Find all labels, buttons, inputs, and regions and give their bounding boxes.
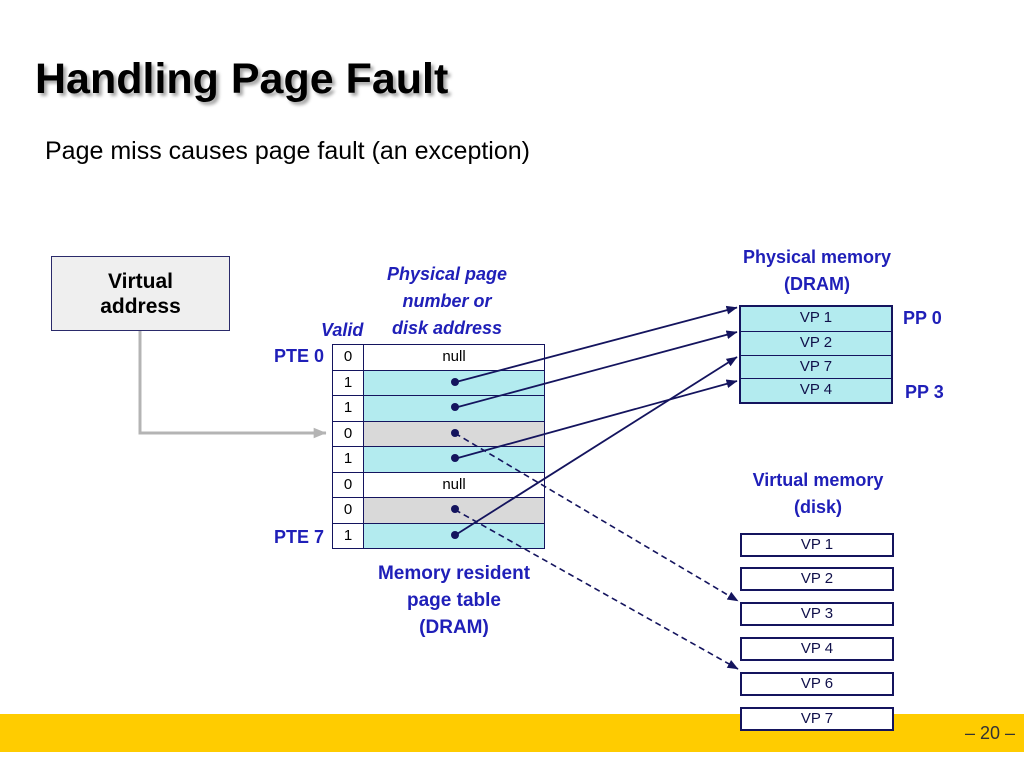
physical-page: VP 1	[799, 309, 833, 326]
pte-entry: null	[363, 471, 544, 497]
pte-pointer-dot	[450, 505, 459, 514]
pte-pointer-dot	[450, 454, 459, 463]
virtual-address-box: Virtual address	[51, 256, 230, 331]
disk-page: VP 1	[740, 533, 894, 557]
valid-bit: 1	[332, 446, 363, 472]
pte-entry	[363, 369, 544, 395]
disk-page: VP 6	[740, 672, 894, 696]
page-table-row: 0	[332, 497, 544, 523]
pte-pointer-dot	[450, 403, 459, 412]
disk-page: VP 7	[740, 707, 894, 731]
virtual-memory-title-line: Virtual memory	[752, 470, 884, 490]
physical-memory: VP 1 VP 2 VP 7 VP 4	[739, 305, 893, 404]
virtual-address-label-line: address	[100, 294, 181, 318]
physical-memory-title: Physical memory (DRAM)	[717, 244, 917, 298]
pp-first-label: PP 0	[903, 308, 942, 328]
page-table-row: 0 null	[332, 344, 544, 370]
physical-page: VP 7	[741, 354, 891, 379]
page-table: 0 null 1 1 0 1 0 null 0 1	[332, 344, 545, 549]
pte-pointer-dot	[450, 377, 459, 386]
valid-column-header: Valid	[321, 320, 364, 340]
page-table-row: 1	[332, 369, 544, 395]
pte-pointer-dot	[450, 530, 459, 539]
pte-entry	[363, 420, 544, 446]
pp-last-label: PP 3	[905, 382, 944, 402]
pte-entry	[363, 522, 544, 548]
slide-subtitle: Page miss causes page fault (an exceptio…	[45, 137, 530, 165]
page-table-row: 1	[332, 446, 544, 472]
pte-pointer-dot	[450, 428, 459, 437]
page-table-row: 1	[332, 522, 544, 548]
valid-bit: 1	[332, 522, 363, 548]
physical-page: VP 4	[741, 378, 891, 402]
physical-memory-title-line: Physical memory	[742, 247, 892, 267]
valid-bit: 0	[332, 497, 363, 523]
valid-bit: 1	[332, 369, 363, 395]
virtual-memory-title: Virtual memory (disk)	[718, 467, 918, 521]
valid-bit: 1	[332, 395, 363, 421]
physical-memory-title-line: (DRAM)	[784, 274, 850, 294]
page-table-caption-line: (DRAM)	[419, 617, 489, 638]
pte-entry: null	[363, 344, 544, 370]
page-table-row: 0 null	[332, 471, 544, 497]
valid-bit: 0	[332, 344, 363, 370]
pte-first-label: PTE 0	[274, 346, 325, 366]
valid-bit: 0	[332, 471, 363, 497]
page-table-caption-line: page table	[407, 590, 501, 611]
entry-column-header: Physical page number or disk address	[347, 261, 547, 342]
pte-entry	[363, 395, 544, 421]
page-table-caption-line: Memory resident	[377, 563, 531, 584]
physical-page: VP 2	[741, 330, 891, 355]
pte-entry	[363, 497, 544, 523]
page-table-row: 1	[332, 395, 544, 421]
entry-column-header-line: Physical page	[386, 264, 508, 284]
pte-last-label: PTE 7	[274, 527, 325, 547]
entry-column-header-line: number or	[402, 291, 492, 311]
page-table-caption: Memory resident page table (DRAM)	[354, 560, 554, 641]
page-table-row: 0	[332, 420, 544, 446]
disk-page: VP 2	[740, 567, 894, 591]
entry-column-header-line: disk address	[391, 318, 503, 338]
pte-entry	[363, 446, 544, 472]
slide-title: Handling Page Fault	[35, 55, 449, 103]
disk-page: VP 4	[740, 637, 894, 661]
page-number: – 20 –	[964, 723, 1015, 743]
virtual-memory-title-line: (disk)	[793, 497, 842, 517]
virtual-address-label-line: Virtual	[108, 269, 173, 293]
valid-bit: 0	[332, 420, 363, 446]
disk-page: VP 3	[740, 602, 894, 626]
